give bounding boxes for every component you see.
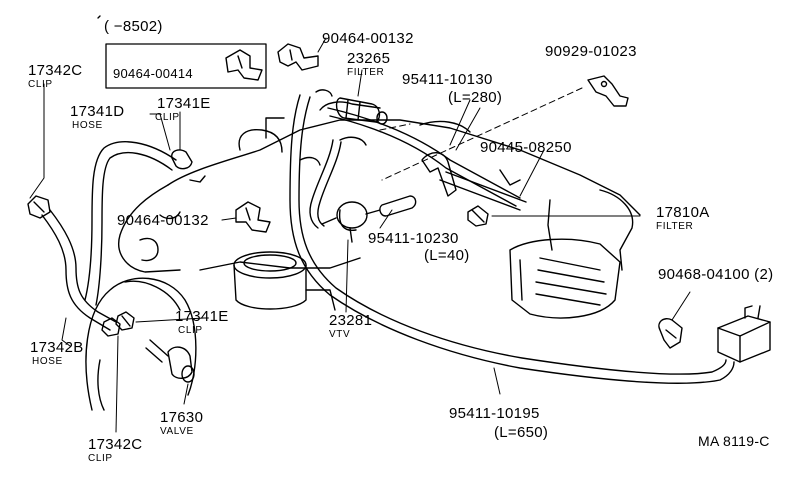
filter-label-1: FILTER <box>347 67 385 78</box>
bracket <box>421 152 527 211</box>
distributor <box>509 238 621 319</box>
part-95411-10130-label: 95411-10130 <box>402 71 493 88</box>
length-650-label: (L=650) <box>494 424 549 441</box>
clip-label-3: CLIP <box>178 325 203 336</box>
air-horn <box>233 251 336 311</box>
clip-17341E-top <box>171 149 193 170</box>
part-90468-04100-label: 90468-04100 (2) <box>658 266 774 283</box>
vtv-23281 <box>321 201 381 243</box>
range-note: ( −8502) <box>104 18 163 35</box>
valve-label: VALVE <box>160 426 194 437</box>
clip-17341E-low <box>115 311 135 331</box>
hose-95411-10195 <box>289 94 735 384</box>
hose-17341D <box>84 141 177 306</box>
note-box <box>97 15 267 89</box>
hose-95411-10230 <box>379 195 417 217</box>
canister <box>717 305 771 363</box>
engine-block <box>118 101 641 273</box>
clip-label-1: CLIP <box>28 79 53 90</box>
clip-label-2: CLIP <box>155 112 180 123</box>
part-17810A-label: 17810A <box>656 204 710 221</box>
part-17341E-top-label: 17341E <box>157 95 211 112</box>
hose-label-2: HOSE <box>32 356 63 367</box>
leader-lines <box>29 37 691 433</box>
hose-17342B <box>41 209 117 331</box>
vtv-label: VTV <box>329 329 351 340</box>
part-17630-label: 17630 <box>160 409 204 426</box>
part-90464-00414-label: 90464-00414 <box>113 66 193 81</box>
clip-17342C-low <box>101 317 121 337</box>
part-90464-00132-top-label: 90464-00132 <box>322 30 414 47</box>
hose-label-1: HOSE <box>72 120 103 131</box>
part-23265-label: 23265 <box>347 50 391 67</box>
part-90464-00132-mid-label: 90464-00132 <box>117 212 209 229</box>
valve-17630 <box>145 339 195 383</box>
part-95411-10230-label: 95411-10230 <box>368 230 459 247</box>
clip-90464-00132-top <box>277 43 319 71</box>
clip-90464-00132-mid <box>235 201 271 233</box>
filter-17810A <box>467 205 489 227</box>
clip-90464-00414 <box>225 49 263 81</box>
part-17342B-label: 17342B <box>30 339 84 356</box>
bracket-90929-01023 <box>587 75 629 107</box>
filter-label-2: FILTER <box>656 221 694 232</box>
dashed-leaders <box>379 87 583 181</box>
booster <box>85 277 197 411</box>
part-17342C-low-label: 17342C <box>88 436 143 453</box>
part-17342C-top-label: 17342C <box>28 62 83 79</box>
diagram-code: MA 8119-C <box>698 433 770 449</box>
clip-label-4: CLIP <box>88 453 113 464</box>
length-40-label: (L=40) <box>424 247 470 264</box>
length-280-label: (L=280) <box>448 89 503 106</box>
part-17341E-low-label: 17341E <box>175 308 229 325</box>
part-95411-10195-label: 95411-10195 <box>449 405 540 422</box>
clip-17342C-top <box>27 195 51 219</box>
clip-90468-04100 <box>658 318 683 349</box>
part-90929-01023-label: 90929-01023 <box>545 43 637 60</box>
filter-23265 <box>315 89 388 125</box>
part-90445-08250-label: 90445-08250 <box>480 139 572 156</box>
part-23281-label: 23281 <box>329 312 373 329</box>
part-17341D-label: 17341D <box>70 103 125 120</box>
hose-vtv <box>309 139 342 229</box>
